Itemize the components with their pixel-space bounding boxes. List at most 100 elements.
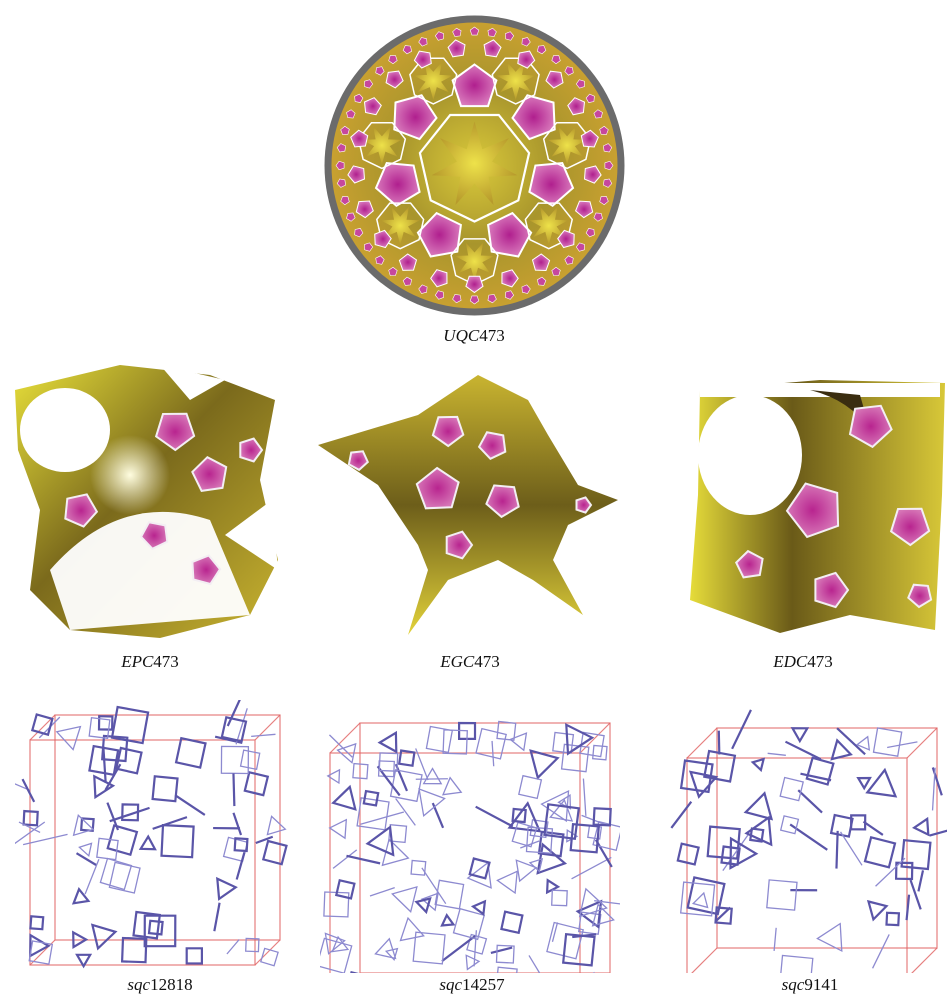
net-square xyxy=(411,861,426,876)
net-triangle xyxy=(333,787,355,809)
net-edge xyxy=(887,742,917,748)
surface-epc473 xyxy=(10,360,285,645)
net-triangle xyxy=(753,759,764,770)
net-square xyxy=(391,770,422,801)
net-edge xyxy=(233,813,241,835)
caption-edc473: EDC473 xyxy=(758,652,848,672)
net-triangle xyxy=(914,819,928,835)
net-square xyxy=(153,776,178,801)
cell-edge xyxy=(687,948,717,973)
net-edge xyxy=(719,731,720,755)
net-triangle xyxy=(94,776,113,797)
net-square xyxy=(553,733,574,754)
net-square xyxy=(379,753,397,771)
net-square xyxy=(454,909,485,940)
unit-cell-box xyxy=(330,723,610,973)
cell-back-face xyxy=(55,715,280,940)
net-square xyxy=(902,840,931,869)
net-square xyxy=(896,863,912,879)
net-square xyxy=(122,938,146,962)
net-square xyxy=(781,816,799,834)
net-square xyxy=(29,941,52,964)
net-edge xyxy=(333,850,357,869)
net-edge xyxy=(175,795,205,815)
net-triangle xyxy=(817,924,841,951)
net-edge xyxy=(476,807,513,827)
net-triangle xyxy=(57,727,81,750)
net-square xyxy=(497,722,516,741)
net-triangle xyxy=(443,778,461,795)
hyperbolic-tiling-disc xyxy=(322,13,627,318)
net-square xyxy=(336,880,354,898)
net-square xyxy=(767,880,797,910)
net-square xyxy=(222,717,246,741)
net-edge xyxy=(251,734,275,736)
net-edge xyxy=(785,742,820,760)
net-triangle xyxy=(375,939,395,959)
net-triangle xyxy=(531,751,558,778)
net-edge xyxy=(918,870,923,891)
net-triangle xyxy=(693,893,707,907)
net-square xyxy=(807,758,834,785)
net-square xyxy=(30,916,43,929)
net-edge xyxy=(836,831,837,869)
net-edge xyxy=(107,803,118,830)
net-sqc14257 xyxy=(320,708,620,973)
net-triangle xyxy=(217,879,235,899)
net-square xyxy=(865,837,895,867)
net-edge xyxy=(23,779,35,802)
net-edge xyxy=(361,812,404,824)
net-edge xyxy=(491,948,512,953)
surface-egc473 xyxy=(318,375,628,640)
net-triangle xyxy=(392,887,417,912)
net-square xyxy=(887,913,899,925)
net-triangle xyxy=(867,770,895,796)
net-square xyxy=(187,948,202,963)
net-square xyxy=(162,825,194,857)
net-square xyxy=(245,772,268,795)
net-triangle xyxy=(380,733,397,752)
net-square xyxy=(24,811,38,825)
net-triangle xyxy=(832,740,851,759)
net-edge xyxy=(873,934,890,968)
net-square xyxy=(32,715,52,735)
net-edge xyxy=(572,857,612,878)
net-edge xyxy=(800,774,831,781)
net-triangle xyxy=(869,902,887,920)
net-triangle xyxy=(267,816,285,834)
cell-front-face xyxy=(330,753,580,973)
caption-sqc14257: sqc14257 xyxy=(422,975,522,995)
net-triangle xyxy=(510,733,526,750)
net-triangle xyxy=(401,918,424,940)
net-edge xyxy=(237,852,245,879)
net-triangle xyxy=(330,820,347,839)
net-square xyxy=(263,841,286,864)
net-square xyxy=(176,738,205,767)
net-edge xyxy=(798,790,822,812)
net-edge xyxy=(85,859,99,894)
net-edge xyxy=(228,700,243,726)
net-square xyxy=(780,956,813,974)
net-sqc12818 xyxy=(15,700,305,970)
net-edge xyxy=(77,853,97,865)
net-triangle xyxy=(419,789,445,816)
net-edge xyxy=(492,741,494,766)
net-triangle xyxy=(497,871,517,893)
hyperbolic-disc-panel xyxy=(322,13,627,318)
caption-uqc473: UQC473 xyxy=(424,326,524,346)
caption-epc473: EPC473 xyxy=(105,652,195,672)
caption-sqc12818: sqc12818 xyxy=(110,975,210,995)
cell-edge xyxy=(907,948,937,973)
net-triangle xyxy=(516,860,536,881)
net-triangle xyxy=(793,728,808,741)
net-edge xyxy=(841,832,862,865)
net-square xyxy=(241,750,260,769)
surface-edc473 xyxy=(680,375,945,640)
net-edge xyxy=(671,802,691,828)
net-edge xyxy=(930,825,947,836)
net-triangle xyxy=(442,915,453,925)
net-edge xyxy=(583,779,585,816)
net-square xyxy=(519,776,542,799)
net-triangle xyxy=(92,925,115,948)
caption-sqc9141: sqc9141 xyxy=(760,975,860,995)
